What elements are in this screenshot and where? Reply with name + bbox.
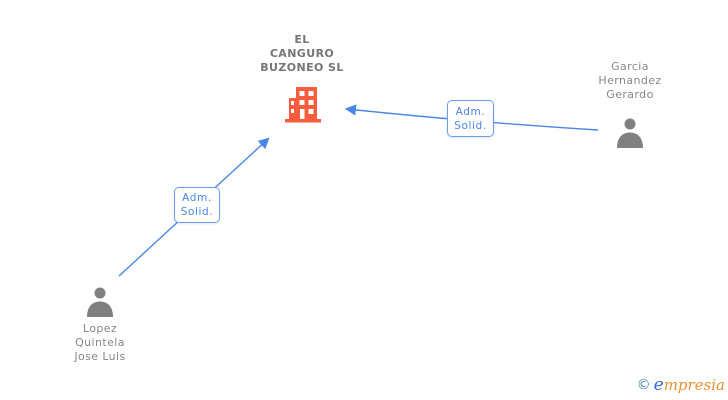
person-name-line: Gerardo bbox=[606, 88, 654, 101]
person-name-garcia: Garcia Hernandez Gerardo bbox=[570, 60, 690, 102]
empresia-logo[interactable]: ©empresia bbox=[637, 375, 725, 395]
copyright-icon: © bbox=[636, 377, 651, 393]
edge-label-line: Adm. bbox=[182, 192, 212, 204]
brand-lead-letter: e bbox=[653, 375, 664, 395]
person-node-garcia[interactable] bbox=[615, 116, 645, 148]
person-name-line: Jose Luis bbox=[74, 350, 126, 363]
person-name-lopez: Lopez Quintela Jose Luis bbox=[40, 322, 160, 364]
person-name-line: Lopez bbox=[82, 322, 118, 335]
building-icon bbox=[285, 87, 321, 123]
edge-label-lopez: Adm. Solid. bbox=[174, 187, 220, 223]
person-icon bbox=[617, 118, 643, 148]
person-icon bbox=[87, 287, 113, 317]
company-name: EL CANGURO BUZONEO SL bbox=[222, 33, 382, 75]
company-name-line: BUZONEO SL bbox=[260, 61, 344, 74]
person-name-line: Hernandez bbox=[598, 74, 662, 87]
company-name-line: CANGURO bbox=[269, 47, 335, 60]
edge-label-line: Adm. bbox=[455, 105, 486, 118]
person-name-line: Quintela bbox=[75, 336, 125, 349]
company-name-line: EL bbox=[294, 33, 310, 46]
company-node[interactable] bbox=[284, 86, 322, 124]
person-name-line: Garcia bbox=[611, 60, 649, 73]
person-node-lopez[interactable] bbox=[85, 285, 115, 317]
edge-label-garcia: Adm. Solid. bbox=[447, 100, 494, 137]
edge-label-line: Solid. bbox=[180, 206, 214, 218]
brand-rest-text: mpresia bbox=[663, 376, 725, 394]
edge-label-line: Solid. bbox=[454, 119, 487, 132]
